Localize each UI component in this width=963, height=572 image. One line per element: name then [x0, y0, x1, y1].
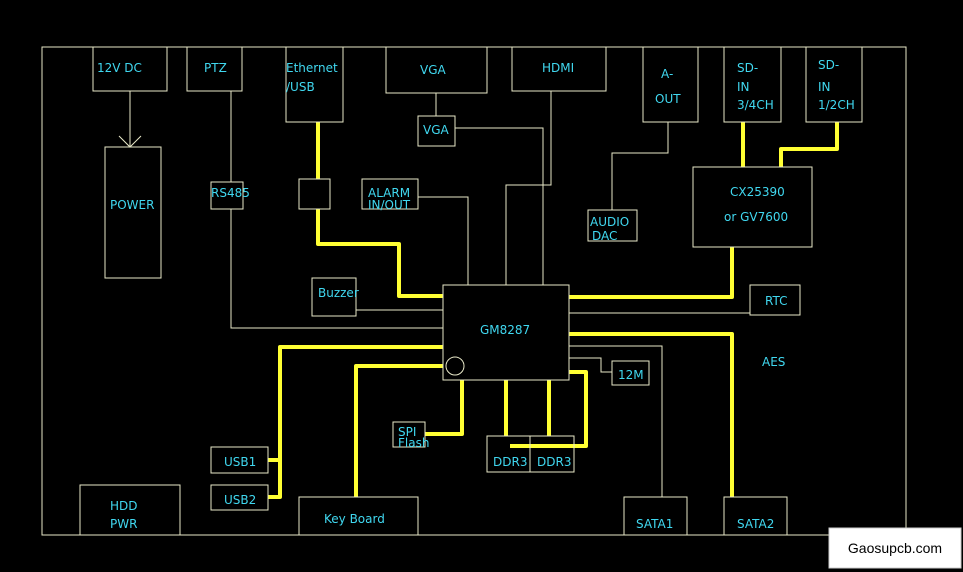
sdin12-box: [805, 46, 863, 123]
aout-box: [642, 46, 699, 123]
aout-label-line2: OUT: [655, 92, 681, 106]
keyboard-label: Key Board: [324, 512, 385, 526]
spi-flash-box: [392, 421, 426, 448]
board-frame: [41, 46, 907, 536]
aout-label-line1: A-: [661, 67, 673, 81]
rtc-label: RTC: [765, 294, 787, 308]
vga-chip-box: [417, 115, 456, 147]
component-boxes: [79, 46, 863, 536]
sdin34-label-line2: IN: [737, 80, 750, 94]
hdd-pwr-label-line2: PWR: [110, 517, 137, 531]
vga-port-box: [385, 46, 488, 94]
signal-lines: [118, 91, 750, 497]
rs485-box: [210, 181, 244, 210]
power-box: [104, 146, 162, 279]
bus-lines: [268, 122, 839, 499]
decoder-label-line1: CX25390: [730, 185, 785, 199]
clock-box: [611, 360, 650, 386]
sdin12-label-line1: SD-: [818, 58, 839, 72]
dc12v-label: 12V DC: [97, 61, 142, 75]
ethernet-label-line2: /USB: [286, 80, 315, 94]
sata2-box: [723, 496, 788, 536]
watermark-box: [828, 527, 962, 569]
audio-dac-label-line2: DAC: [592, 229, 617, 243]
keyboard-box: [298, 496, 419, 536]
labels: 12V DC PTZ Ethernet /USB VGA HDMI A- OUT…: [97, 58, 855, 531]
rtc-box: [749, 284, 801, 316]
hdd-pwr-label-line1: HDD: [110, 499, 138, 513]
ethernet-label-line1: Ethernet: [286, 61, 338, 75]
usb1-box: [210, 446, 269, 474]
usb2-box: [210, 484, 269, 511]
buzzer-box: [311, 277, 357, 317]
audio-dac-label-line1: AUDIO: [590, 215, 629, 229]
soc-label: GM8287: [480, 323, 530, 337]
aes-label: AES: [762, 355, 785, 369]
ptz-label: PTZ: [204, 61, 227, 75]
usb2-label: USB2: [224, 493, 256, 507]
buzzer-label: Buzzer: [318, 286, 359, 300]
rs485-label: RS485: [211, 186, 250, 200]
spi-flash-label-line1: SPI: [398, 425, 416, 439]
hdmi-label: HDMI: [542, 61, 574, 75]
hdmi-box: [511, 46, 607, 92]
sata1-label: SATA1: [636, 517, 673, 531]
alarm-label-line2: IN/OUT: [368, 198, 411, 212]
sdin34-label-line3: 3/4CH: [737, 98, 774, 112]
usb1-label: USB1: [224, 455, 256, 469]
sata2-label: SATA2: [737, 517, 774, 531]
sdin34-box: [723, 46, 782, 123]
spi-flash-label-line2: Flash: [398, 436, 429, 450]
decoder-label-line2: or GV7600: [724, 210, 788, 224]
vga-port-label: VGA: [420, 63, 447, 77]
ddr3-a-label: DDR3: [493, 455, 527, 469]
sdin12-label-line2: IN: [818, 80, 831, 94]
ddr3-b-label: DDR3: [537, 455, 571, 469]
sdin34-label-line1: SD-: [737, 61, 758, 75]
watermark-text: Gaosupcb.com: [848, 540, 942, 556]
ethernet-box: [285, 46, 344, 123]
power-label: POWER: [110, 198, 154, 212]
soc-pin1-marker: [445, 356, 465, 376]
decoder-box: [692, 166, 813, 248]
clock-label: 12M: [618, 368, 644, 382]
soc-box: [442, 284, 570, 381]
ddr3-b-box: [529, 435, 575, 473]
alarm-label-line1: ALARM: [368, 186, 410, 200]
hdd-pwr-box: [79, 484, 181, 536]
audio-dac-box: [587, 209, 638, 242]
dc12v-box: [92, 46, 168, 92]
ethernet-connector-box: [298, 178, 331, 210]
vga-chip-label: VGA: [423, 123, 450, 137]
ptz-box: [186, 46, 243, 92]
sdin12-label-line3: 1/2CH: [818, 98, 855, 112]
alarm-box: [361, 178, 419, 210]
sata1-box: [623, 496, 688, 536]
